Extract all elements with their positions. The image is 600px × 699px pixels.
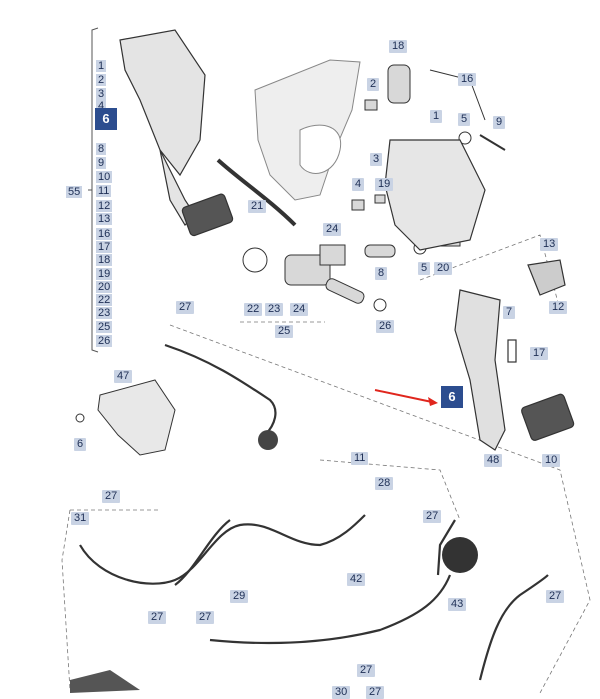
column-item: 25 (96, 321, 113, 333)
callout-9: 9 (493, 116, 506, 129)
callout-19: 19 (375, 178, 394, 191)
callout-27: 27 (546, 590, 565, 603)
callout-31: 31 (71, 512, 90, 525)
callout-47: 47 (114, 370, 133, 383)
callout-22: 22 (244, 303, 263, 316)
callout-28: 28 (375, 477, 394, 490)
callout-12: 12 (549, 301, 568, 314)
callout-21: 21 (248, 200, 267, 213)
highlight-box-lower: 6 (441, 386, 463, 408)
column-item: 9 (96, 157, 107, 169)
callout-29: 29 (230, 590, 249, 603)
callout-24: 24 (323, 223, 342, 236)
column-item: 22 (96, 294, 113, 306)
column-item: 20 (96, 281, 113, 293)
column-bracket (88, 27, 99, 353)
callout-13: 13 (540, 238, 559, 251)
highlight-box-upper: 6 (95, 108, 117, 130)
column-item: 12 (96, 200, 113, 212)
callout-26: 26 (376, 320, 395, 333)
column-item: 1 (96, 60, 107, 72)
clutch-pedal (454, 259, 575, 451)
callout-27: 27 (176, 301, 195, 314)
callout-48: 48 (484, 454, 503, 467)
column-item: 2 (96, 74, 107, 86)
cable-21 (216, 158, 297, 227)
callout-25: 25 (275, 325, 294, 338)
callout-27: 27 (423, 510, 442, 523)
callout-1: 1 (430, 110, 443, 123)
bulkhead-cutout (299, 124, 342, 174)
column-item: 10 (96, 171, 113, 183)
callout-23: 23 (265, 303, 284, 316)
heat-shield-47 (97, 379, 176, 456)
callout-10: 10 (542, 454, 561, 467)
callout-5: 5 (418, 262, 431, 275)
slave-bearing (442, 537, 478, 573)
callout-17: 17 (530, 347, 549, 360)
callout-11: 11 (351, 452, 369, 465)
column-item: 13 (96, 213, 113, 225)
pedal-bracket-upper (119, 29, 234, 237)
slave-cylinder (70, 670, 140, 693)
column-item: 23 (96, 307, 113, 319)
callout-4: 4 (352, 178, 365, 191)
callout-43: 43 (448, 598, 467, 611)
callout-24: 24 (290, 303, 309, 316)
callout-6: 6 (74, 438, 87, 451)
callout-5: 5 (458, 113, 471, 126)
callout-27: 27 (357, 664, 376, 677)
column-item: 18 (96, 254, 113, 266)
callout-27: 27 (102, 490, 121, 503)
hydraulic-lines (79, 343, 549, 681)
callout-42: 42 (347, 573, 366, 586)
master-cylinder (242, 247, 387, 312)
callout-27: 27 (148, 611, 167, 624)
callout-7: 7 (503, 306, 516, 319)
column-item: 3 (96, 88, 107, 100)
column-item: 4 (96, 100, 107, 112)
column-item: 26 (96, 335, 113, 347)
pedal-bracket-main (384, 139, 486, 251)
group-outlines (61, 234, 591, 693)
callout-27: 27 (196, 611, 215, 624)
callout-8: 8 (375, 267, 388, 280)
column-item: 11 (96, 185, 112, 197)
callout-3: 3 (370, 153, 383, 166)
callout-16: 16 (458, 73, 477, 86)
column-item: 8 (96, 143, 107, 155)
callout-20: 20 (434, 262, 453, 275)
column-item: 17 (96, 241, 113, 253)
column-item: 19 (96, 268, 113, 280)
callout-18: 18 (389, 40, 408, 53)
column-item: 16 (96, 228, 113, 240)
callout-2: 2 (367, 78, 380, 91)
bleeder-fitting (258, 430, 278, 450)
pointer-arrow (374, 389, 438, 406)
group-label-55: 55 (66, 186, 83, 198)
